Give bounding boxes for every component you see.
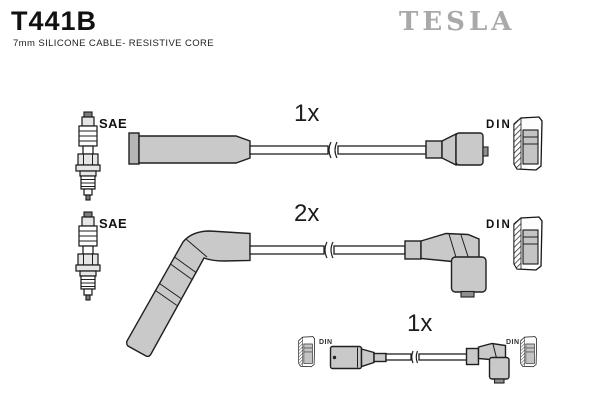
din-label: DIN bbox=[486, 119, 512, 131]
straight-boot bbox=[128, 132, 251, 165]
cable-row-3: 1x DIN bbox=[298, 310, 538, 384]
cable-row-2: SAE 2x bbox=[75, 200, 543, 358]
tesla-logo: TESLA bbox=[399, 7, 516, 37]
quantity-label: 2x bbox=[294, 200, 319, 227]
cable-segment bbox=[385, 353, 412, 361]
quantity-label: 1x bbox=[407, 310, 432, 337]
spark-plug-icon bbox=[75, 211, 101, 301]
cable-break-mark bbox=[328, 141, 338, 159]
straight-din-connector bbox=[425, 132, 489, 167]
cable-break-mark bbox=[324, 241, 334, 259]
din-terminal-icon bbox=[298, 336, 316, 368]
cable-segment bbox=[249, 245, 325, 255]
din-label: DIN bbox=[506, 339, 520, 346]
cable-segment bbox=[249, 145, 329, 155]
sae-label: SAE bbox=[99, 116, 127, 131]
elbow-connector-small bbox=[465, 342, 510, 384]
straight-connector-small bbox=[329, 345, 387, 370]
din-terminal-icon bbox=[513, 216, 543, 271]
sae-label: SAE bbox=[99, 216, 127, 231]
cable-segment bbox=[418, 353, 468, 361]
cable-segment bbox=[337, 145, 427, 155]
din-label: DIN bbox=[319, 339, 333, 346]
cable-break-mark bbox=[411, 350, 419, 364]
din-terminal-icon bbox=[520, 336, 538, 368]
product-subtitle: 7mm SILICONE CABLE- RESISTIVE CORE bbox=[13, 38, 215, 49]
spark-plug-icon bbox=[75, 111, 101, 201]
elbow-din-connector bbox=[404, 232, 487, 298]
din-label: DIN bbox=[486, 219, 512, 231]
angled-boot bbox=[125, 230, 251, 358]
quantity-label: 1x bbox=[294, 100, 319, 127]
part-number: T441B bbox=[11, 6, 98, 36]
cable-row-1: SAE 1x DIN bbox=[75, 100, 543, 201]
din-terminal-icon bbox=[513, 116, 543, 171]
cable-segment bbox=[333, 245, 406, 255]
